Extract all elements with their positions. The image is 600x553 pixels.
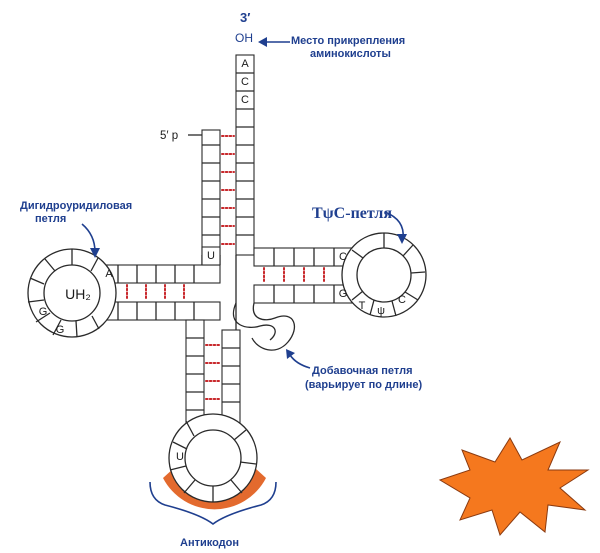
attachment-arrowhead	[258, 37, 267, 47]
acceptor-base-3: C	[241, 94, 249, 106]
attachment-label-line1: Место прикрепления	[291, 35, 405, 47]
anticodon-u-base: U	[176, 451, 184, 463]
d-loop-base-a: A	[105, 268, 113, 280]
d-loop-arrow	[81, 223, 96, 253]
t-arm: C G T ψ C	[253, 232, 427, 318]
variable-loop-arrowhead	[286, 349, 295, 359]
d-loop-label-line1: Дигидроуридиловая	[20, 200, 132, 212]
anticodon-arm: U	[163, 319, 266, 510]
hydroxyl-label: OH	[235, 31, 253, 45]
t-loop-label: TψC-петля	[312, 205, 392, 222]
t-loop-arrowhead	[397, 234, 407, 244]
t-loop-base-g: G	[339, 288, 348, 300]
three-prime-mark: 3′	[240, 10, 250, 25]
acceptor-base-2: C	[241, 76, 249, 88]
acceptor-stem: A C C 5′ p	[160, 54, 255, 256]
acceptor-base-1: A	[241, 58, 249, 70]
explosion-burst-icon	[438, 437, 590, 536]
t-loop-base-psi: ψ	[377, 305, 385, 317]
d-loop-inner-label: UH₂	[65, 286, 91, 302]
anticodon-highlight	[163, 468, 266, 510]
variable-loop-arrow	[289, 354, 311, 369]
t-loop-base-c2: C	[398, 294, 406, 306]
d-arm: U A G G UH₂	[27, 246, 221, 338]
d-loop-base-g2: G	[56, 324, 65, 336]
anticodon-label: Антикодон	[180, 537, 239, 549]
anticodon-brace	[149, 481, 277, 526]
junction-u-base: U	[207, 250, 215, 262]
t-loop-base-c1: C	[339, 251, 347, 263]
d-loop-arrowhead	[90, 248, 100, 258]
variable-loop	[233, 255, 296, 351]
variable-loop-label-line2: (варьирует по длине)	[305, 379, 423, 391]
variable-loop-label-line1: Добавочная петля	[312, 365, 413, 377]
d-loop-base-g1: G	[39, 306, 48, 318]
five-prime-label: 5′ p	[160, 130, 178, 142]
attachment-label-line2: аминокислоты	[310, 48, 391, 60]
d-loop-label-line2: петля	[35, 213, 66, 225]
t-loop-base-t: T	[359, 300, 366, 312]
